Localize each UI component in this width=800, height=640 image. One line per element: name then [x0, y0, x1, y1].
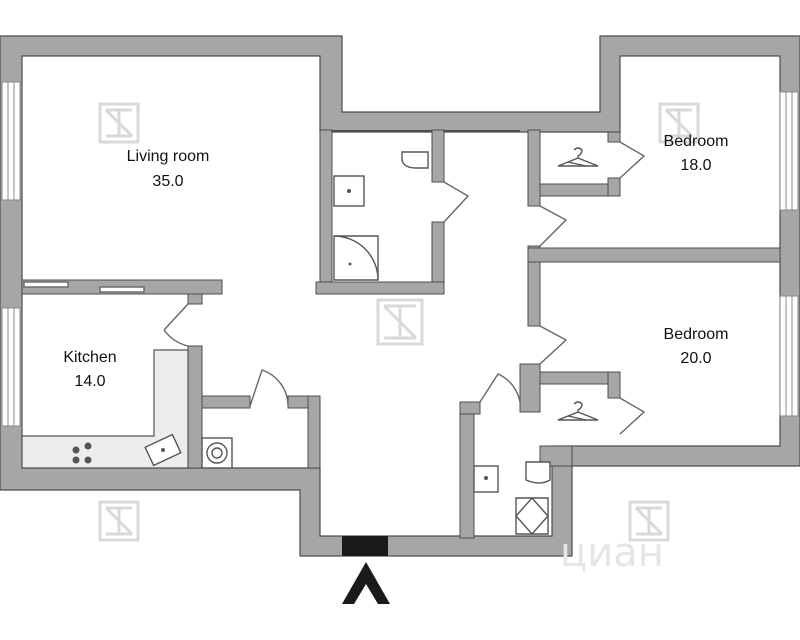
window-living	[1, 81, 21, 201]
shower-icon	[333, 235, 379, 281]
kitchen-name: Kitchen	[63, 349, 116, 366]
stove-icon	[72, 442, 92, 464]
wall-bath2-top	[459, 401, 481, 415]
hanger-icon	[557, 147, 599, 167]
sink-icon-2	[473, 465, 499, 493]
sliding-door	[23, 281, 145, 293]
wall-closet1-right	[607, 131, 621, 143]
wall-bath2-right	[539, 445, 573, 467]
bathroom-fixtures	[333, 151, 551, 536]
kitchen-sink-icon	[144, 433, 182, 467]
wall-closet2-right	[607, 371, 621, 399]
wall-kitchen-right-top	[187, 293, 203, 305]
watermark-logo-icon-3	[376, 298, 424, 346]
watermarks: циан	[98, 102, 700, 576]
wall-kitchen-right	[187, 345, 203, 469]
sink-icon	[333, 175, 365, 207]
door-bath	[443, 181, 470, 223]
watermark-brand: циан	[560, 530, 664, 576]
wall-bath-bottom	[315, 281, 445, 295]
watermark-logo-icon-5	[628, 500, 670, 542]
watermark-logo-icon-2	[658, 102, 700, 144]
shower-icon-2	[515, 496, 549, 536]
bedroom-2-name: Bedroom	[664, 326, 729, 343]
wall-bath-left	[319, 129, 333, 295]
door-bedroom-2	[539, 325, 568, 365]
wardrobes	[557, 147, 599, 421]
wall-bedrooms-left-low	[519, 363, 541, 413]
doors	[163, 141, 646, 435]
wall-laundry-top-left	[201, 395, 251, 409]
wall-bath-top	[320, 130, 520, 132]
bedroom-1-area: 18.0	[680, 157, 711, 174]
kitchen-area: 14.0	[74, 373, 105, 390]
toilet-icon-2	[525, 461, 551, 484]
wall-bedrooms-left-top	[527, 129, 541, 207]
window-bedroom-1	[779, 91, 799, 211]
wall-bedrooms-left-mid	[527, 245, 541, 327]
bedroom-1-name: Bedroom	[664, 133, 729, 150]
door-bath-2	[479, 373, 521, 403]
washer-icon	[201, 437, 233, 469]
entrance-arrow-icon	[342, 562, 390, 604]
walls	[0, 35, 800, 557]
bedroom-2-area: 20.0	[680, 350, 711, 367]
kitchen-fixtures	[21, 349, 233, 469]
room-labels: Living room 35.0 Kitchen 14.0 Bedroom 18…	[63, 133, 728, 390]
hanger-icon-2	[557, 401, 599, 421]
living-room-area: 35.0	[152, 173, 183, 190]
entrance-door	[342, 536, 388, 556]
wall-bath-right-top	[431, 129, 445, 183]
door-bedroom-1	[539, 205, 568, 247]
wall-laundry-right	[307, 395, 321, 469]
door-kitchen	[163, 303, 189, 347]
toilet-icon	[401, 151, 429, 169]
door-closet-2	[619, 397, 646, 435]
watermark-logo-icon-4	[98, 500, 140, 542]
window-bedroom-2	[779, 295, 799, 417]
door-laundry	[249, 369, 289, 407]
windows	[1, 81, 799, 427]
wall-bath2-left	[459, 401, 475, 539]
kitchen-counter	[21, 349, 189, 469]
wall-closet1-right-low	[607, 177, 621, 197]
watermark-logo-icon	[98, 102, 140, 144]
living-room-name: Living room	[127, 148, 210, 165]
window-kitchen	[1, 307, 21, 427]
wall-bedroom-divider	[527, 247, 781, 263]
door-closet-1	[619, 141, 646, 179]
